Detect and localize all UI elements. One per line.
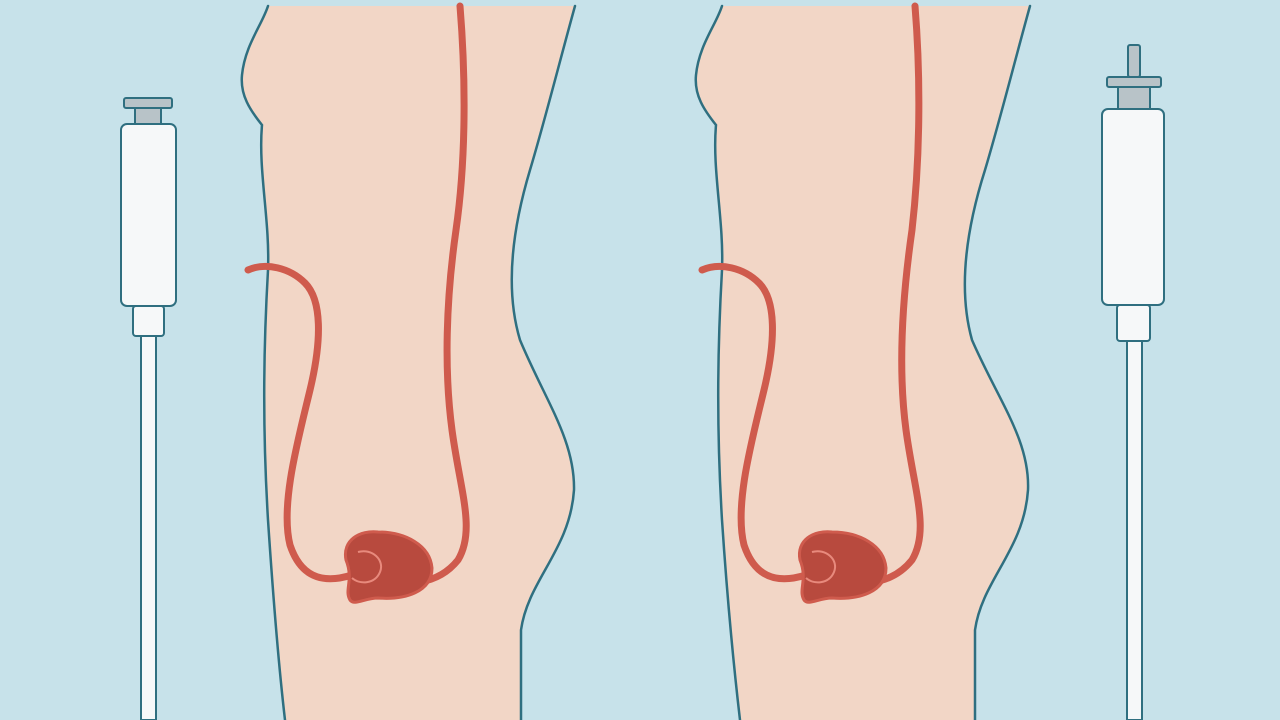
left-syringe: [120, 97, 177, 720]
left-panel: [120, 2, 577, 720]
left-return-tube: [244, 262, 356, 583]
left-balloon: [343, 530, 434, 604]
right-panel: [694, 2, 1165, 720]
right-return-tube: [698, 262, 810, 583]
right-syringe: [1101, 44, 1165, 720]
left-body-silhouette: [241, 6, 575, 720]
right-belly-outline: [963, 4, 1032, 720]
left-belly-outline: [510, 4, 577, 720]
right-body-silhouette: [695, 6, 1030, 720]
right-catheter-tube: [870, 2, 924, 586]
right-balloon: [797, 530, 888, 604]
left-catheter-tube: [416, 2, 470, 586]
